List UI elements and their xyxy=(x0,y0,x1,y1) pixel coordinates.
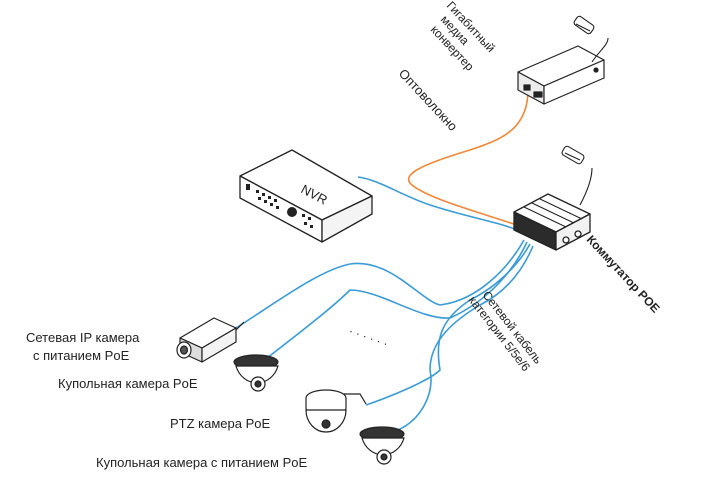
more-devices-dots: · · · · · · xyxy=(347,324,390,351)
network-cables xyxy=(235,176,534,431)
ptz-camera-label: PTZ камера PoE xyxy=(170,416,271,431)
fiber-label: Оптоволокно xyxy=(396,66,461,134)
nvr-front-panel xyxy=(246,184,313,228)
converter-power-adapter xyxy=(573,15,609,63)
dome-camera-label: Купольная камера PoE xyxy=(58,376,198,391)
media-converter xyxy=(517,45,605,105)
ip-camera-label-line1: Сетевая IP камера xyxy=(26,330,140,345)
ptz-camera xyxy=(305,389,367,433)
switch-power-adapter xyxy=(561,145,593,206)
switch-label: Коммутатор POE xyxy=(584,232,663,315)
dome-camera-poe xyxy=(359,426,405,465)
media-converter-label: Гигабитный медиа конвертер xyxy=(428,0,498,74)
dome-camera xyxy=(233,354,279,392)
ip-camera-label: Сетевая IP камера с питанием PoE xyxy=(26,330,140,363)
ip-camera xyxy=(176,317,245,363)
cable-label: Сетевой кабель категории 5/5e/6 xyxy=(466,288,545,374)
poe-switch xyxy=(513,193,591,251)
nvr-device: NVR xyxy=(239,149,373,243)
fiber-cable xyxy=(407,89,529,229)
ip-camera-label-line2: с питанием PoE xyxy=(33,348,130,363)
dome-camera-poe-label: Купольная камера с питанием PoE xyxy=(96,455,307,470)
switch-fins xyxy=(523,198,583,228)
